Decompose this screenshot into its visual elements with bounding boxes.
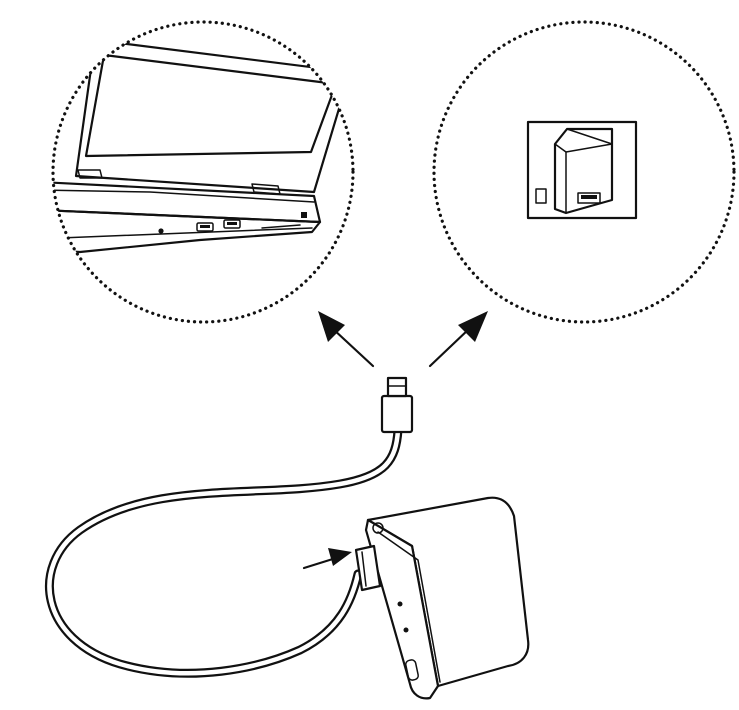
outlet-switch-icon: [535, 188, 547, 204]
arrow-to-laptop: [318, 311, 375, 368]
wall-charger-callout: [432, 20, 736, 324]
usb-charger-icon: [553, 127, 614, 215]
audio-jack-icon: [158, 228, 164, 234]
wall-outlet-icon: [526, 120, 638, 220]
wall-charger-callout-circle: [432, 20, 736, 324]
laptop-usb-port-icon: [223, 219, 241, 229]
laptop-callout-circle: [51, 20, 355, 324]
laptop-usb-port-icon: [196, 222, 214, 232]
laptop-icon: [53, 38, 352, 254]
usb-plug-icon: [380, 376, 414, 434]
arrow-to-wall-charger: [428, 311, 488, 368]
laptop-callout: [51, 20, 355, 324]
power-button-icon: [372, 522, 384, 534]
usb-cable-icon: [44, 376, 414, 678]
power-bank-usb-connector-icon: [354, 544, 382, 592]
micro-usb-port-icon: [405, 659, 419, 681]
power-bank-icon: [354, 496, 530, 700]
arrow-to-power-bank-port: [302, 548, 352, 570]
